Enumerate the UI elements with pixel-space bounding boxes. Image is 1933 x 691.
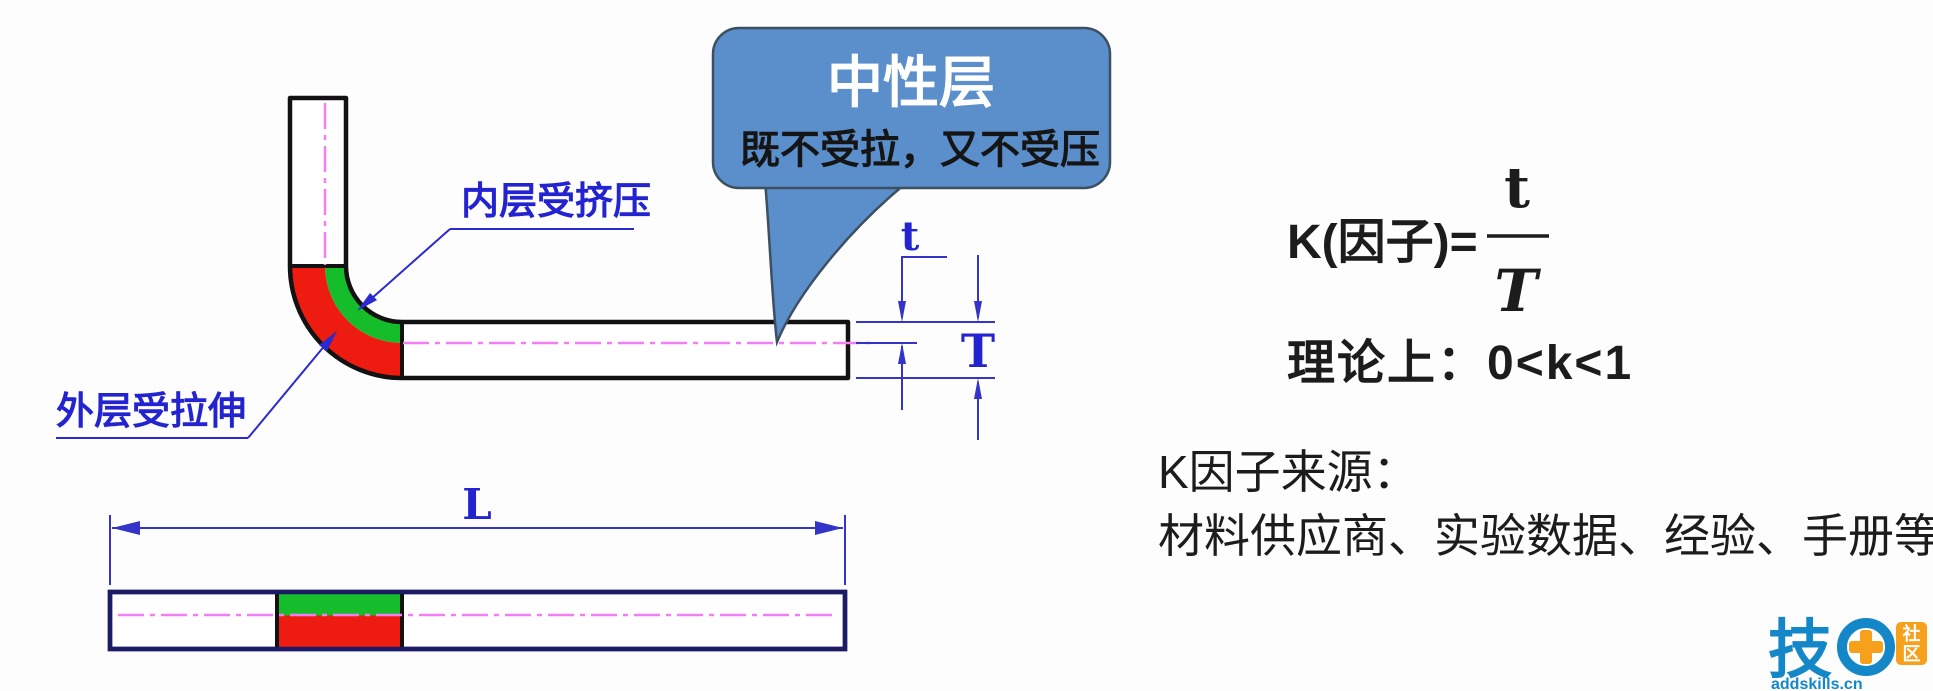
logo-badge-bottom: 区 (1903, 644, 1921, 664)
flat-strip-outline (107, 589, 848, 652)
dim-t-label: t (901, 213, 920, 260)
dim-t-arrow-down-icon (898, 301, 906, 322)
bend-outer-stretched-region (290, 266, 402, 378)
callout-title: 中性层 (827, 51, 995, 114)
sources-body: 材料供应商、实验数据、经验、手册等 (1158, 510, 1933, 562)
logo-brand-char: 技 (1768, 614, 1832, 686)
flat-pattern-drawing (107, 589, 848, 652)
logo-badge-top: 社 (1903, 623, 1921, 644)
outer-layer-label: 外层受拉伸 (56, 391, 246, 433)
sources-heading: K因子来源： (1158, 446, 1419, 498)
dim-L-arrow-left-icon (112, 521, 140, 535)
flat-strip-body (107, 589, 848, 652)
k-factor-formula: K(因子)= t T 理论上：0<k<1 (1287, 155, 1633, 390)
dim-T-arrow-up-icon (974, 378, 982, 399)
dim-T-arrow-down-icon (974, 301, 982, 322)
dim-t-arrow-up-icon (898, 343, 906, 364)
flat-strip-stretched-zone (277, 615, 402, 649)
logo-badge (1896, 622, 1927, 665)
outer-leader-arrowhead-icon (319, 331, 337, 351)
formula-denominator: T (1494, 257, 1541, 325)
logo-plus-icon (1849, 630, 1883, 664)
brand-logo: 技 社 区 addskills.cn (1768, 614, 1927, 691)
callout-tail (763, 178, 914, 347)
formula-theory-range: 理论上：0<k<1 (1287, 337, 1633, 390)
dim-L-label: L (462, 480, 492, 529)
logo-site-text: addskills.cn (1771, 676, 1863, 691)
outer-leader-line (247, 337, 332, 439)
bent-part-drawing (287, 95, 876, 381)
thickness-dimensions: t T (856, 213, 995, 440)
formula-numerator: t (1504, 155, 1530, 221)
outer-layer-annotation: 外层受拉伸 (56, 331, 337, 439)
callout-subtitle: 既不受拉，又不受压 (740, 128, 1100, 172)
flat-strip-compressed-zone (277, 592, 402, 616)
callout-bubble (711, 26, 1112, 190)
neutral-layer-callout: 中性层 既不受拉，又不受压 (711, 26, 1112, 347)
length-dimension: L (109, 480, 846, 585)
dim-t-hook (901, 256, 947, 318)
bend-inner-compressed-region (325, 266, 402, 343)
dim-L-arrow-right-icon (815, 521, 843, 535)
inner-layer-label: 内层受挤压 (461, 181, 651, 223)
bent-part-outline (287, 95, 851, 381)
inner-leader-arrowhead-icon (357, 293, 377, 311)
inner-layer-annotation: 内层受挤压 (357, 181, 651, 311)
inner-leader-line (361, 228, 451, 308)
formula-lhs: K(因子)= (1287, 216, 1478, 269)
dim-T-label: T (961, 324, 995, 378)
k-factor-sources: K因子来源： 材料供应商、实验数据、经验、手册等 (1158, 446, 1933, 562)
plus-v-bar (1860, 630, 1872, 664)
